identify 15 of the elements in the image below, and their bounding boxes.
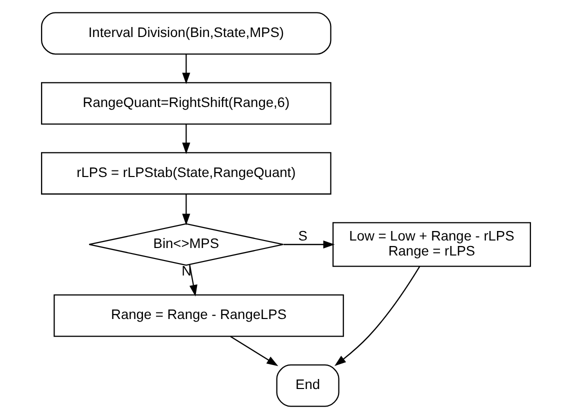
arrow (182, 54, 190, 84)
arrow (182, 194, 190, 226)
node-box: RangeQuant=RightShift(Range,6) (40, 82, 331, 125)
node-box: rLPS = rLPStab(State,RangeQuant) (40, 152, 331, 195)
node-box: Low = Low + Range - rLPS Range = rLPS (332, 222, 530, 267)
arrow (230, 336, 278, 366)
node-box: Interval Division(Bin,State,MPS) (40, 12, 331, 55)
arrow (188, 264, 197, 296)
edge-label: S (298, 228, 307, 244)
node-diamond: Bin<>MPS (88, 223, 284, 266)
arrow (182, 124, 190, 154)
arrow (334, 266, 420, 366)
node-box: End (276, 364, 339, 407)
arrow (283, 240, 334, 249)
node-box: Range = Range - RangeLPS (53, 294, 344, 337)
